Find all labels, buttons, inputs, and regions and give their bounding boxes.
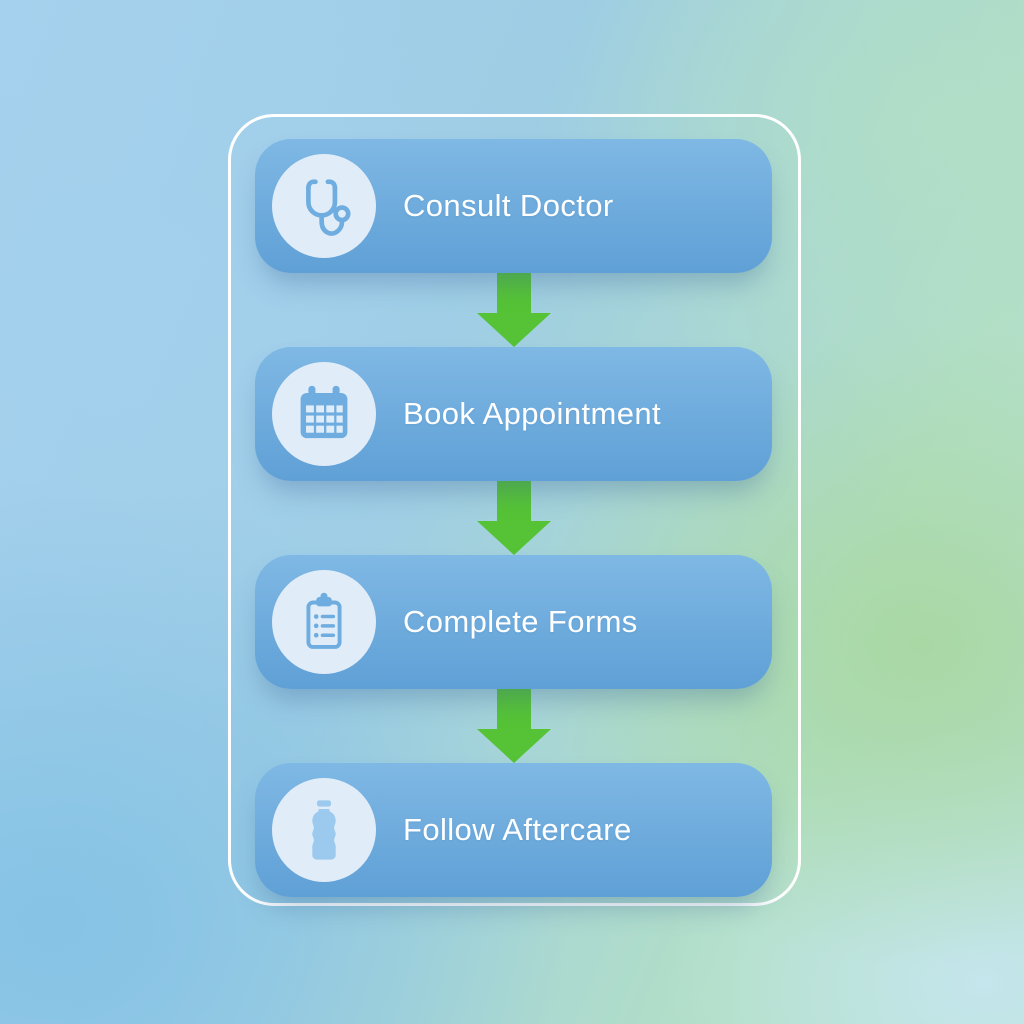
stethoscope-icon <box>306 179 351 236</box>
step-icon-circle <box>272 362 376 466</box>
step-label: Book Appointment <box>403 396 662 431</box>
step-card-consult-doctor: Consult Doctor <box>255 139 772 273</box>
flow-arrow-down <box>255 273 772 347</box>
step-card-book-appointment: Book Appointment <box>255 347 772 481</box>
step-icon-circle <box>272 778 376 882</box>
step-card-follow-aftercare: Follow Aftercare <box>255 763 772 897</box>
arrow-shaft <box>496 481 531 521</box>
step-label: Consult Doctor <box>403 188 614 223</box>
clipboard-icon <box>306 592 342 649</box>
arrow-head <box>476 521 551 555</box>
step-card-complete-forms: Complete Forms <box>255 555 772 689</box>
water-bottle-icon <box>312 800 336 860</box>
flow-arrow-down <box>255 481 772 555</box>
calendar-icon <box>300 385 348 439</box>
arrow-head <box>476 313 551 347</box>
step-label: Follow Aftercare <box>403 812 632 847</box>
arrow-head <box>476 729 551 763</box>
step-icon-circle <box>272 570 376 674</box>
flow-arrow-down <box>255 689 772 763</box>
arrow-shaft <box>496 689 531 729</box>
arrow-shaft <box>496 273 531 313</box>
step-label: Complete Forms <box>403 604 638 639</box>
flowchart-frame: Consult Doctor <box>228 114 801 906</box>
step-icon-circle <box>272 154 376 258</box>
